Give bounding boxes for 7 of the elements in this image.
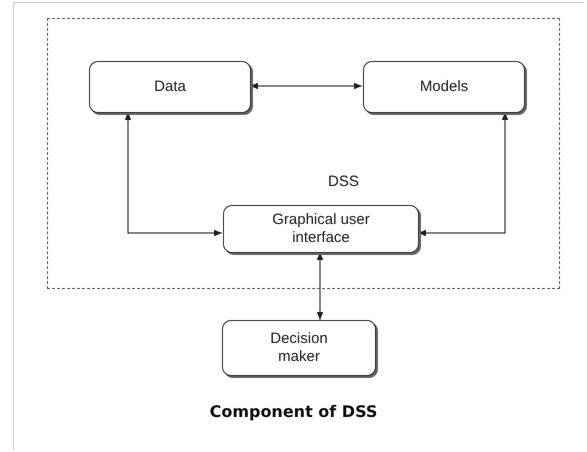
caption: Component of DSS <box>210 402 378 421</box>
process-box: Models <box>363 61 525 113</box>
process-box: Decision maker <box>222 320 376 376</box>
group-label: DSS <box>328 173 359 190</box>
process-box: Graphical user interface <box>223 205 419 253</box>
process-box: Data <box>89 61 251 113</box>
dashed-boundary <box>47 18 560 289</box>
